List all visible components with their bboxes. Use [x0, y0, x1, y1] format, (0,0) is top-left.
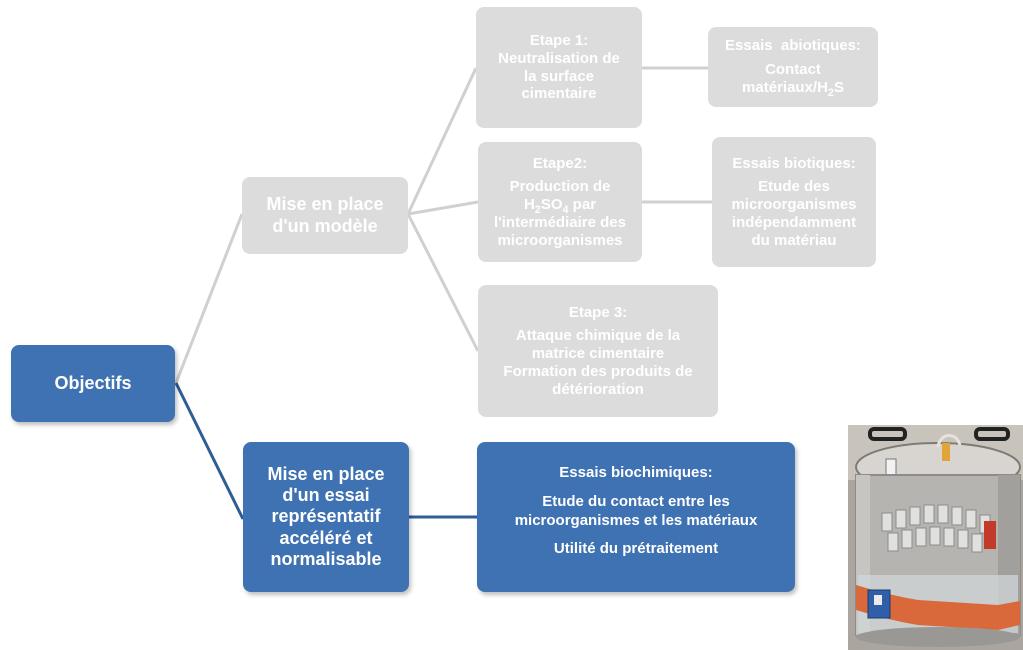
- branch-test-line: représentatif: [271, 506, 381, 527]
- abiotic-title: Essais abiotiques:: [725, 37, 861, 55]
- biotic-line: Etude des: [758, 178, 830, 196]
- reactor-photo: [848, 425, 1023, 650]
- step1-line: la surface: [523, 67, 595, 85]
- step1-line: Neutralisation de: [498, 49, 620, 67]
- step1-box: Etape 1: Neutralisation de la surface ci…: [476, 7, 642, 128]
- step2-formula-subscript: 4: [562, 203, 569, 216]
- reactor-illustration: [848, 425, 1023, 650]
- abiotic-formula-part: matériaux/H: [742, 78, 828, 96]
- step3-box: Etape 3: Attaque chimique de la matrice …: [478, 285, 718, 417]
- step3-title: Etape 3:: [568, 303, 628, 321]
- step2-title: Etape2:: [532, 154, 588, 172]
- step2-formula-part: H: [523, 196, 535, 214]
- objectifs-label: Objectifs: [54, 372, 132, 393]
- step2-box: Etape2: Production de H2SO4 par l'interm…: [478, 142, 642, 262]
- biochem-line: Etude du contact entre les: [542, 492, 730, 510]
- branch-model-box: Mise en place d'un modèle: [242, 177, 408, 254]
- step2-formula-line: H2SO4 par: [523, 196, 597, 216]
- biochemical-tests-box: Essais biochimiques: Etude du contact en…: [477, 442, 795, 592]
- step1-line: cimentaire: [521, 85, 597, 103]
- biotic-line: microorganismes: [731, 196, 857, 214]
- connector-root-to-model: [174, 213, 244, 384]
- abiotic-formula-line: matériaux/H2S: [742, 78, 844, 99]
- step2-formula-subscript: 2: [534, 203, 541, 216]
- biotic-title: Essais biotiques:: [732, 154, 856, 172]
- branch-model-line: d'un modèle: [272, 215, 378, 236]
- step3-line: détérioration: [552, 380, 644, 398]
- branch-model-line: Mise en place: [266, 194, 384, 215]
- connector-model-to-step2: [407, 200, 479, 216]
- biotic-line: indépendamment: [731, 213, 857, 231]
- branch-test-line: normalisable: [270, 548, 382, 569]
- step3-line: Attaque chimique de la: [515, 327, 681, 345]
- biotic-line: du matériau: [751, 231, 837, 249]
- step3-line: Formation des produits de: [503, 362, 693, 380]
- step2-line: Production de: [509, 178, 611, 196]
- connector-model-to-step3: [406, 213, 480, 352]
- objectifs-root-box: Objectifs: [11, 345, 175, 422]
- biochem-line: Utilité du prétraitement: [553, 540, 719, 558]
- branch-test-box: Mise en place d'un essai représentatif a…: [243, 442, 409, 592]
- abiotic-formula-part: S: [833, 78, 844, 96]
- step2-line: l'intermédiaire des: [494, 213, 626, 231]
- step3-line: matrice cimentaire: [531, 345, 665, 363]
- biochem-line: microorganismes et les matériaux: [514, 511, 758, 529]
- abiotic-formula-subscript: 2: [827, 86, 834, 99]
- step1-title: Etape 1:: [529, 32, 589, 50]
- abiotic-line: Contact: [765, 61, 821, 79]
- step2-line: microorganismes: [497, 231, 623, 249]
- branch-test-line: Mise en place: [267, 463, 385, 484]
- step2-formula-part: SO: [540, 196, 563, 214]
- branch-test-line: accéléré et: [279, 527, 373, 548]
- abiotic-tests-box: Essais abiotiques: Contact matériaux/H2S: [708, 27, 878, 107]
- biotic-tests-box: Essais biotiques: Etude des microorganis…: [712, 137, 876, 267]
- step2-formula-part: par: [568, 196, 597, 214]
- connector-model-to-step1: [406, 67, 478, 215]
- biochem-title: Essais biochimiques:: [559, 464, 713, 481]
- branch-test-line: d'un essai: [282, 485, 370, 506]
- connector-root-to-test: [174, 382, 245, 520]
